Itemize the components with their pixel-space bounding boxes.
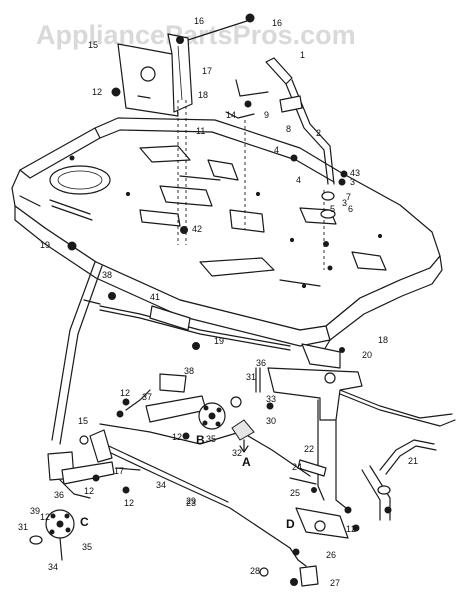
view-letter-a: A xyxy=(242,455,251,469)
callout-label: 28 xyxy=(250,566,260,576)
callout-label: 15 xyxy=(88,40,98,50)
linkage-rods xyxy=(83,292,456,549)
callout-label: 16 xyxy=(272,18,282,28)
callout-label: 12 xyxy=(40,512,50,522)
callout-label: 29 xyxy=(186,496,196,506)
callout-label: 43 xyxy=(350,168,360,178)
callout-label: 25 xyxy=(290,488,300,498)
callout-label: 17 xyxy=(202,66,212,76)
callout-label: 21 xyxy=(408,456,418,466)
callout-label: 17 xyxy=(114,466,124,476)
callout-label: 37 xyxy=(142,392,152,402)
callout-label: 20 xyxy=(362,350,372,360)
callout-label: 1 xyxy=(300,50,305,60)
callout-label: 34 xyxy=(156,480,166,490)
view-letter-d: D xyxy=(286,517,295,531)
lift-handle-assembly xyxy=(67,57,348,270)
callout-label: 31 xyxy=(246,372,256,382)
center-pulley-assembly xyxy=(116,367,274,453)
part-callouts: 1 2 3 3 4 4 5 6 7 8 9 11 12 12 12 12 12 … xyxy=(18,16,418,588)
callout-label: 5 xyxy=(330,204,335,214)
callout-label: 27 xyxy=(330,578,340,588)
callout-label: 34 xyxy=(48,562,58,572)
callout-label: 14 xyxy=(226,110,236,120)
callout-label: 39 xyxy=(30,506,40,516)
callout-label: 12 xyxy=(120,388,130,398)
callout-label: 30 xyxy=(266,416,276,426)
callout-label: 41 xyxy=(150,292,160,302)
callout-label: 33 xyxy=(266,394,276,404)
callout-label: 12 xyxy=(84,486,94,496)
callout-label: 11 xyxy=(196,126,205,136)
callout-label: 4 xyxy=(274,145,279,155)
callout-label: 19 xyxy=(214,336,224,346)
callout-label: 31 xyxy=(18,522,28,532)
callout-label: 3 xyxy=(350,177,355,187)
callout-label: 18 xyxy=(378,335,388,345)
callout-label: 19 xyxy=(40,240,50,250)
view-letters: A B C D xyxy=(80,433,295,531)
callout-label: 35 xyxy=(82,542,92,552)
watermark-text: AppliancePartsPros.com xyxy=(36,20,356,50)
mounting-bracket-upper xyxy=(117,13,255,117)
callout-label: 15 xyxy=(78,416,88,426)
callout-label: 4 xyxy=(296,175,301,185)
callout-label: 12 xyxy=(124,498,134,508)
callout-label: 3 xyxy=(342,198,347,208)
callout-label: 9 xyxy=(264,110,269,120)
callout-label: 24 xyxy=(292,462,302,472)
mower-deck-frame xyxy=(11,117,443,445)
callout-label: 23 xyxy=(186,498,196,508)
callout-label: 32 xyxy=(232,448,242,458)
callout-label: 6 xyxy=(348,204,353,214)
callout-label: 2 xyxy=(316,128,321,138)
callout-label: 35 xyxy=(206,434,216,444)
callout-label: 36 xyxy=(54,490,64,500)
callout-label: 8 xyxy=(286,124,291,134)
callout-label: 7 xyxy=(346,192,351,202)
callout-label: 16 xyxy=(194,16,204,26)
callout-label: 12 xyxy=(172,432,182,442)
callout-label: 12 xyxy=(92,87,102,97)
view-letter-b: B xyxy=(196,433,205,447)
callout-label: 38 xyxy=(102,270,112,280)
callout-label: 18 xyxy=(198,90,208,100)
callout-label: 42 xyxy=(192,224,202,234)
callout-label: 26 xyxy=(326,550,336,560)
callout-label: 36 xyxy=(256,358,266,368)
callout-label: 22 xyxy=(304,444,314,454)
left-pulley-assembly xyxy=(29,398,141,561)
callout-label: 12 xyxy=(346,524,356,534)
right-side-brackets xyxy=(259,343,437,587)
callout-label: 38 xyxy=(184,366,194,376)
view-letter-c: C xyxy=(80,515,89,529)
